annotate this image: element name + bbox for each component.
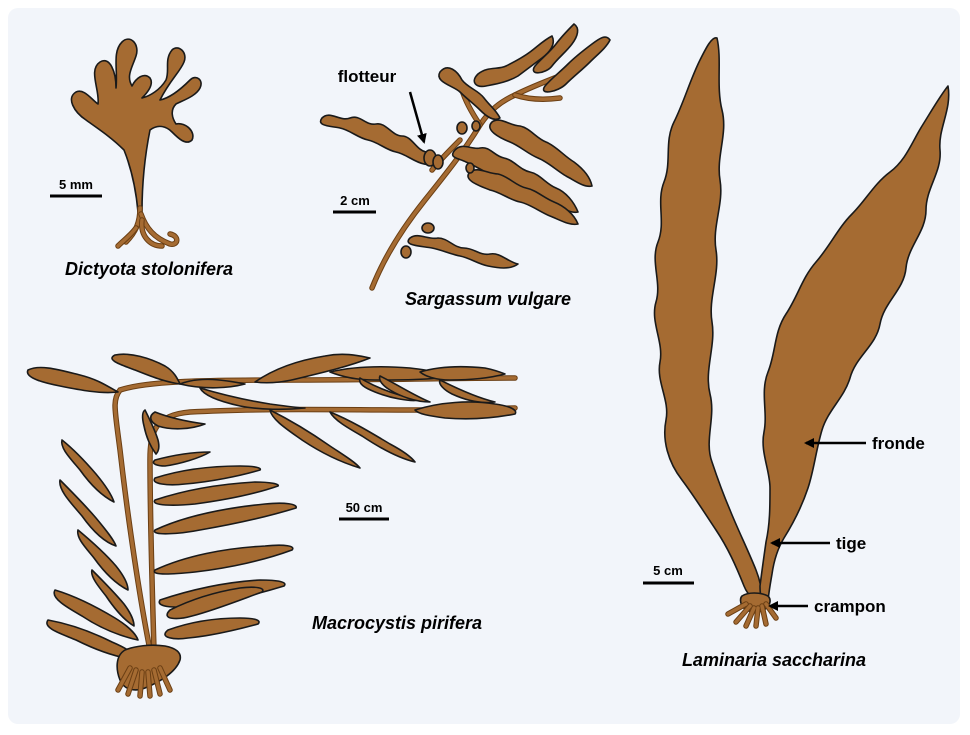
stipe-label: tige [836, 534, 866, 553]
macrocystis-species-label: Macrocystis pirifera [312, 613, 482, 633]
macrocystis-illustration [28, 300, 516, 696]
dictyota-species-label: Dictyota stolonifera [65, 259, 233, 279]
laminaria-illustration [654, 38, 948, 626]
holdfast-label: crampon [814, 597, 886, 616]
blade-label: fronde [872, 434, 925, 453]
dictyota-scale-label: 5 mm [59, 177, 93, 192]
sargassum-species-label: Sargassum vulgare [405, 289, 571, 309]
dictyota-illustration [71, 39, 201, 246]
laminaria-species-label: Laminaria saccharina [682, 650, 866, 670]
macrocystis-scale-label: 50 cm [346, 500, 383, 515]
float-label: flotteur [338, 67, 397, 86]
sargassum-scale-label: 2 cm [340, 193, 370, 208]
float-arrow [410, 92, 424, 142]
laminaria-scale-label: 5 cm [653, 563, 683, 578]
sargassum-illustration [321, 24, 610, 288]
